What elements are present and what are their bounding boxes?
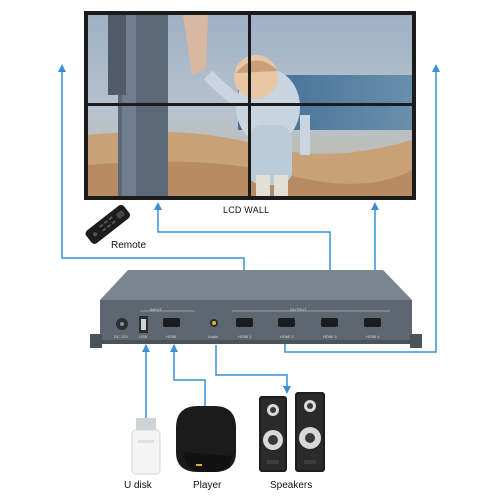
usb-label: USB: [139, 334, 148, 339]
u-disk-label: U disk: [124, 480, 152, 491]
video-wall-image: [88, 15, 412, 196]
hdmi-in-label: HDMI: [166, 334, 177, 339]
hdmi-output-3: [321, 318, 338, 327]
input-group-label: INPUT: [150, 307, 162, 312]
connector-line-player: [173, 345, 206, 408]
player-label: Player: [193, 480, 222, 491]
arrow-up-icon: [58, 64, 66, 72]
hdmi-out-1-label: HDMI 1: [238, 334, 252, 339]
connector-line-hdmi2: [284, 70, 437, 353]
hdmi-out-2-label: HDMI 2: [280, 334, 294, 339]
output-group-label: OUTPUT: [290, 307, 307, 312]
lcd-wall-label: LCD WALL: [223, 205, 270, 215]
speakers-label: Speakers: [270, 480, 313, 491]
arrow-up-icon: [170, 344, 178, 352]
remote-control: [85, 204, 131, 244]
hdmi-output-2: [278, 318, 295, 327]
dc-power-label: DC 12V: [114, 334, 129, 339]
hdmi-out-4-label: HDMI 4: [366, 334, 380, 339]
hdmi-input-port: [163, 318, 180, 327]
connector-line-audio: [215, 345, 288, 392]
remote-label: Remote: [111, 240, 147, 251]
audio-label: Audio: [208, 334, 219, 339]
speaker-left: [259, 396, 287, 472]
arrow-up-icon: [371, 202, 379, 210]
u-disk-stick: [131, 418, 161, 475]
lcd-video-wall: [84, 11, 416, 200]
arrow-up-icon: [154, 202, 162, 210]
arrow-down-icon: [283, 386, 291, 394]
arrow-up-icon: [142, 344, 150, 352]
hdmi-out-3-label: HDMI 3: [323, 334, 337, 339]
arrow-up-icon: [432, 64, 440, 72]
media-player-box: [176, 406, 236, 472]
speaker-right: [295, 392, 325, 472]
hdmi-output-1: [236, 318, 253, 327]
hdmi-output-4: [364, 318, 381, 327]
video-wall-controller: [90, 270, 422, 348]
